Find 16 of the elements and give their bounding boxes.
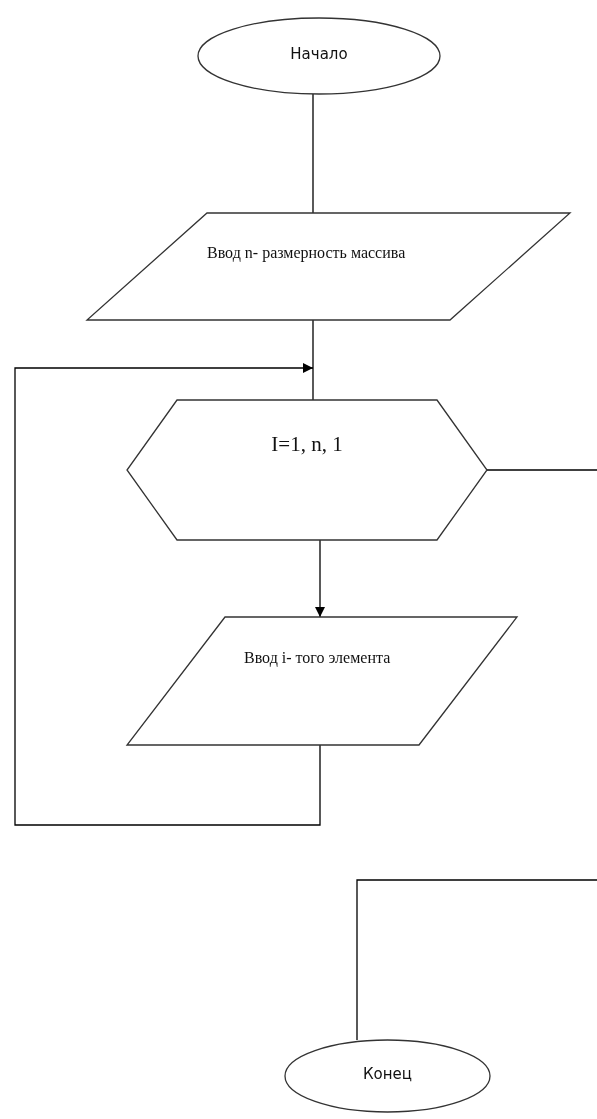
input-parallelogram [87, 213, 570, 320]
connector-line [356, 879, 597, 1041]
node-text: I=1, n, 1 [270, 431, 344, 458]
arrow [315, 539, 325, 618]
loop-hexagon [127, 400, 487, 540]
node-text: Конец [361, 1064, 414, 1085]
connector-line [312, 93, 314, 214]
terminator-ellipse [285, 1040, 490, 1112]
node-text: Ввод n- размерность массива [207, 243, 407, 264]
arrow [14, 363, 321, 826]
node-text: Начало [289, 44, 349, 65]
node-text: Ввод i- того элемента [244, 648, 392, 669]
connector-line [486, 469, 597, 471]
connector-line [312, 319, 314, 401]
terminator-ellipse [198, 18, 440, 94]
input-parallelogram [127, 617, 517, 745]
